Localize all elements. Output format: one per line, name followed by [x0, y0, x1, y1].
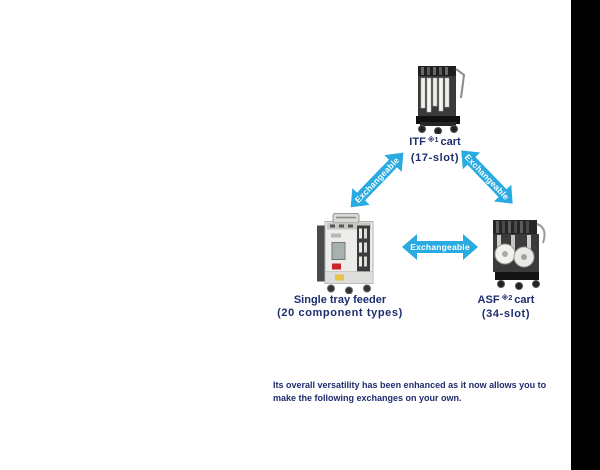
reference-mark-2: ※2 — [501, 294, 513, 302]
exchange-arrow-feeder-asf: Exchangeable — [402, 233, 478, 261]
single-tray-feeder-image — [315, 211, 383, 294]
exchange-arrow-feeder-itf: Exchangeable — [341, 144, 412, 217]
exchange-arrow-label: Exchangeable — [410, 242, 470, 252]
caption-line-1: Its overall versatility has been enhance… — [273, 380, 547, 390]
itf-cart-image — [409, 64, 469, 134]
single-tray-feeder-subtitle: (20 component types) — [277, 307, 403, 319]
caption-line-2: make the following exchanges on your own… — [273, 393, 462, 403]
asf-cart-image — [487, 218, 552, 291]
single-tray-feeder-label: Single tray feeder (20 component types) — [268, 294, 412, 320]
caption-text: Its overall versatility has been enhance… — [273, 379, 573, 405]
single-tray-feeder-illustration — [317, 213, 374, 294]
single-tray-feeder-title: Single tray feeder — [293, 294, 387, 306]
asf-cart-illustration — [493, 220, 546, 290]
exchange-arrow-itf-asf: Exchangeable — [452, 141, 522, 212]
itf-cart-subtitle: (17-slot) — [410, 152, 460, 164]
right-edge-black-bar — [571, 0, 600, 470]
double-arrow-icon — [402, 234, 478, 260]
double-arrow-icon — [461, 150, 513, 204]
double-arrow-icon — [350, 152, 404, 208]
itf-cart-illustration — [416, 66, 466, 134]
reference-mark-1: ※1 — [427, 136, 439, 144]
asf-cart-subtitle: (34-slot) — [481, 308, 531, 320]
